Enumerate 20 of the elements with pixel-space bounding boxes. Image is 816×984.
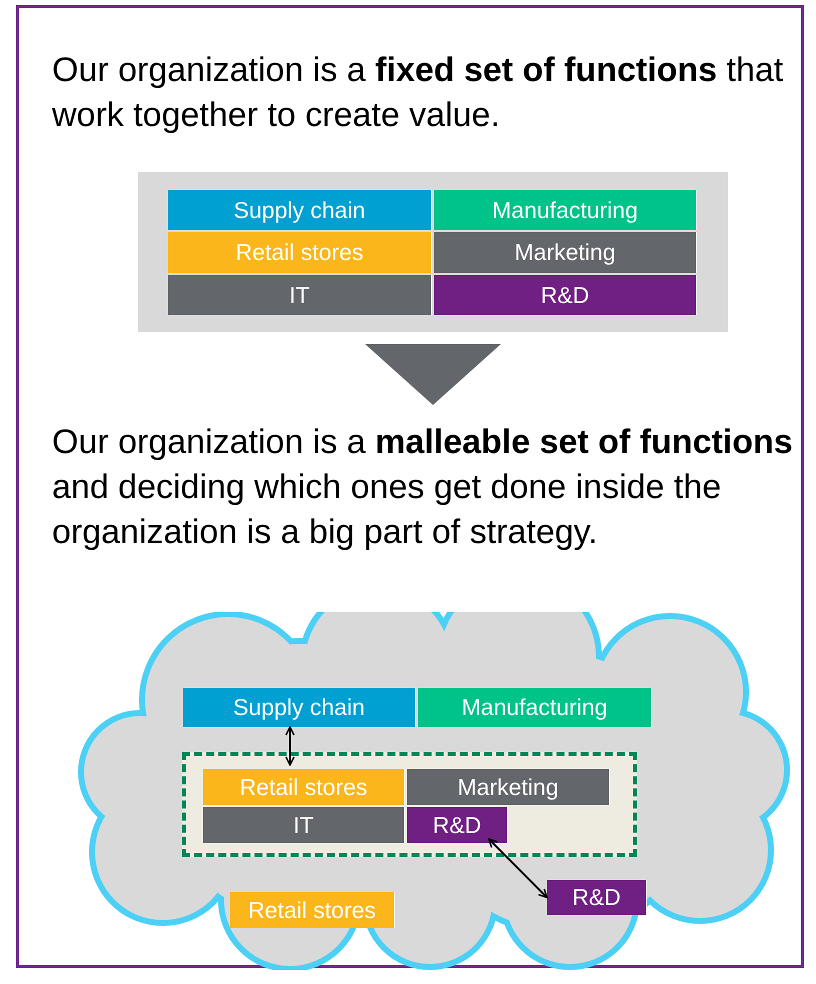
function-block: IT xyxy=(168,275,432,315)
function-block: Manufacturing xyxy=(418,688,652,727)
function-block: R&D xyxy=(407,807,508,843)
function-block: Manufacturing xyxy=(434,190,697,230)
dashed-boundary-box xyxy=(182,752,637,857)
double-arrow xyxy=(488,838,548,898)
function-block: Marketing xyxy=(434,232,697,273)
function-block: R&D xyxy=(547,880,647,915)
function-block: Supply chain xyxy=(168,190,432,230)
statement-text: Our organization is a fixed set of functions that work together to create value. xyxy=(52,50,784,136)
function-block: IT xyxy=(203,807,405,843)
double-arrow xyxy=(285,726,295,766)
function-block: R&D xyxy=(434,275,697,315)
function-panel xyxy=(138,172,728,332)
statement-text: Our organization is a malleable set of functions and deciding which ones get done inside the organization is a big part of strategy. xyxy=(52,422,794,553)
function-block: Supply chain xyxy=(183,688,416,727)
function-block: Retail stores xyxy=(203,769,405,805)
function-block: Retail stores xyxy=(230,892,395,928)
function-block: Marketing xyxy=(407,769,610,805)
function-block: Retail stores xyxy=(168,232,432,273)
